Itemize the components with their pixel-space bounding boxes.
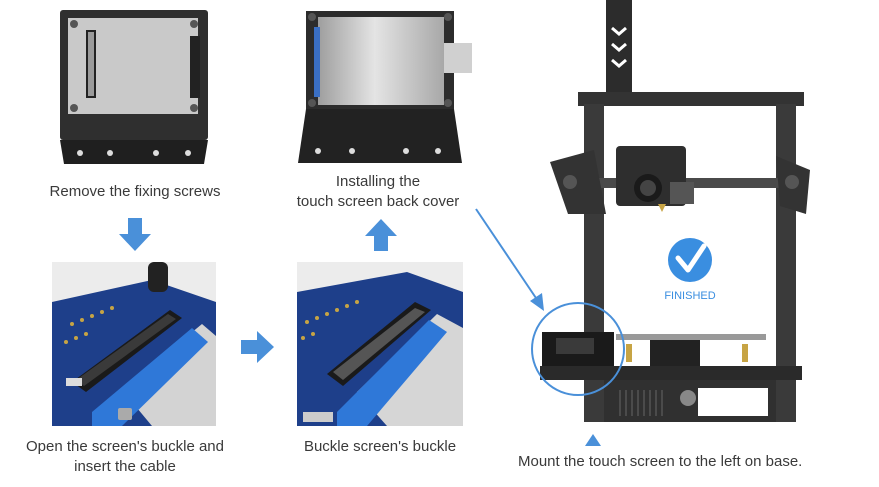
step-install-cover-line2: touch screen back cover [296, 193, 460, 210]
mount-pointer-icon [585, 434, 601, 446]
step-open-buckle-line1: Open the screen's buckle and [26, 438, 224, 455]
step-open-buckle-line2: insert the cable [74, 458, 176, 475]
back-plate-image [58, 8, 210, 166]
finished-label: FINISHED [664, 290, 716, 302]
step-install-cover-caption: Installing the touch screen back cover [268, 172, 488, 212]
step-install-cover-line1: Installing the [335, 173, 421, 190]
pointer-line [475, 208, 544, 311]
step-mount-screen-caption: Mount the touch screen to the left on ba… [518, 453, 803, 470]
step-buckle-screen-caption: Buckle screen's buckle [303, 438, 457, 455]
back-cover-image [298, 5, 472, 167]
arrow-right-icon [241, 330, 275, 364]
step-remove-screws-caption: Remove the fixing screws [49, 183, 221, 200]
step-open-buckle-caption: Open the screen's buckle and insert the … [0, 437, 250, 477]
printer-illustration [520, 0, 810, 430]
buckle-screen-photo [297, 262, 463, 426]
arrow-up-icon [364, 218, 398, 252]
arrow-down-icon [118, 218, 152, 252]
open-buckle-photo [52, 262, 216, 426]
